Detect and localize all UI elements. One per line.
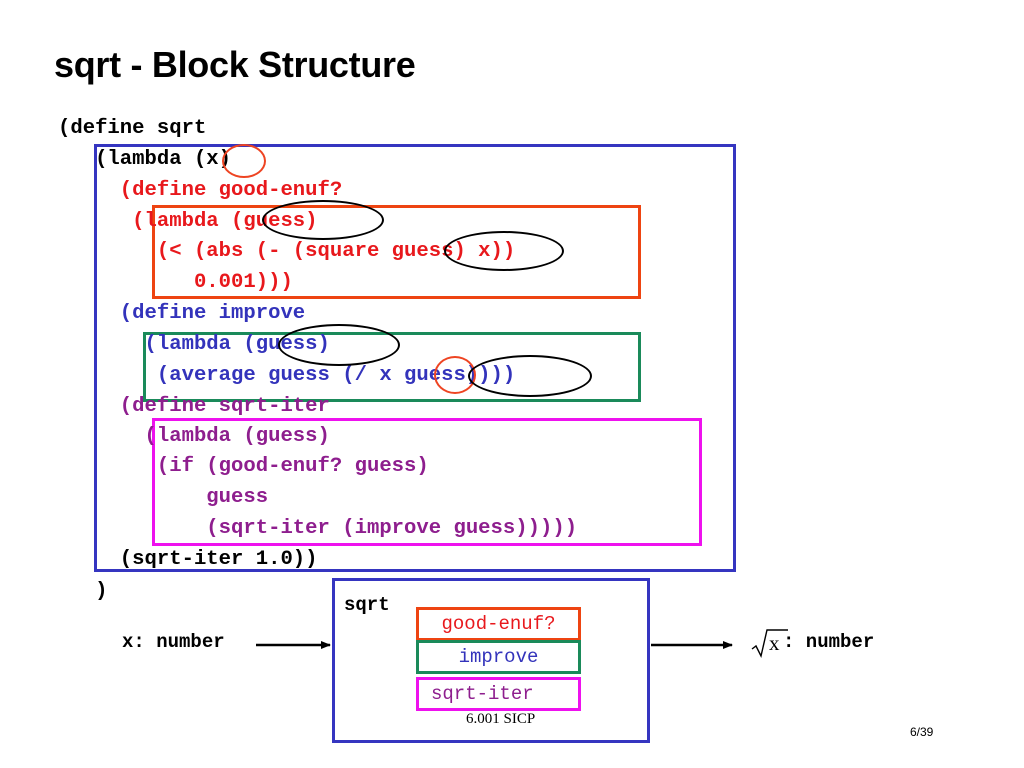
sqrt-box-label: sqrt bbox=[344, 594, 390, 616]
lambda-body-box bbox=[94, 144, 736, 572]
sqrt-iter-scope-box bbox=[152, 418, 702, 546]
page-number: 6/39 bbox=[910, 725, 934, 739]
output-radicand: x bbox=[769, 631, 780, 655]
improve-inner-box: improve bbox=[416, 640, 581, 674]
guess-parameter-oval-1 bbox=[262, 200, 384, 240]
code-line-13: guess bbox=[58, 486, 269, 509]
guess-parameter-oval-2 bbox=[278, 324, 400, 366]
improve-scope-box bbox=[143, 332, 641, 402]
sqrt-iter-inner-box: sqrt-iter bbox=[416, 677, 581, 711]
good-enuf-scope-box bbox=[152, 205, 641, 299]
footer-course: 6.001 SICP bbox=[466, 711, 536, 727]
code-line-3: (define good-enuf? bbox=[58, 179, 343, 202]
good-enuf-inner-box: good-enuf? bbox=[416, 607, 581, 641]
code-line-12: (if (good-enuf? guess) bbox=[58, 455, 429, 478]
slide-title: sqrt - Block Structure bbox=[54, 44, 416, 85]
sqrt-black-box bbox=[332, 578, 650, 743]
x-parameter-oval bbox=[222, 144, 266, 178]
input-label: x: number bbox=[122, 631, 225, 653]
code-line-7: (define improve bbox=[58, 302, 306, 325]
code-line-15: (sqrt-iter 1.0)) bbox=[58, 548, 318, 571]
code-line-1: (define sqrt bbox=[58, 117, 207, 140]
guess-reference-oval-1 bbox=[444, 231, 564, 271]
code-line-2: (lambda (x) bbox=[58, 148, 232, 171]
code-line-6: 0.001))) bbox=[58, 271, 293, 294]
code-line-10: (define sqrt-iter bbox=[58, 395, 330, 418]
code-line-14: (sqrt-iter (improve guess))))) bbox=[58, 517, 578, 540]
code-line-11: (lambda (guess) bbox=[58, 425, 330, 448]
guess-reference-oval-2 bbox=[468, 355, 592, 397]
code-line-16: ) bbox=[58, 580, 108, 603]
output-label-suffix: : number bbox=[783, 631, 875, 653]
